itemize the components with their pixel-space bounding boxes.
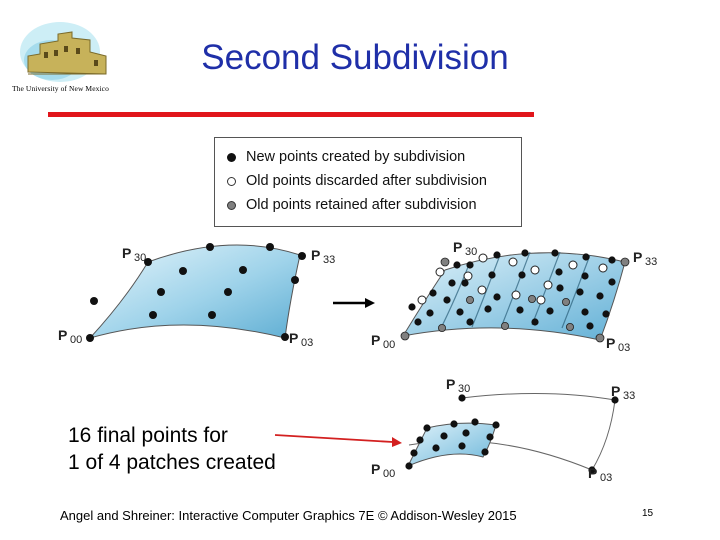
svg-text:P: P (311, 247, 320, 263)
svg-text:P: P (446, 376, 455, 392)
note-line-2: 1 of 4 patches created (68, 451, 276, 475)
svg-text:P: P (371, 461, 380, 477)
svg-text:33: 33 (645, 256, 657, 268)
hollow-dot-icon (227, 176, 236, 186)
svg-text:30: 30 (134, 252, 146, 264)
university-logo-icon (20, 22, 107, 82)
svg-text:03: 03 (618, 342, 630, 354)
svg-text:33: 33 (323, 254, 335, 266)
svg-text:P: P (122, 245, 131, 261)
svg-text:P: P (588, 465, 597, 481)
footer-citation: Angel and Shreiner: Interactive Computer… (60, 508, 517, 523)
legend-label: Old points retained after subdivision (246, 197, 477, 213)
left-patch-points (86, 243, 306, 342)
svg-text:00: 00 (70, 334, 82, 346)
legend: New points created by subdivision Old po… (214, 137, 522, 227)
red-pointer-arrow-icon (274, 434, 402, 447)
svg-text:03: 03 (600, 472, 612, 484)
note-line-1: 16 final points for (68, 424, 228, 447)
svg-text:P: P (606, 335, 615, 351)
right-patch-new-points (408, 249, 616, 330)
logo-caption: The University of New Mexico (12, 84, 109, 93)
gray-dot-icon (227, 200, 236, 210)
svg-text:30: 30 (458, 383, 470, 395)
note-text: 16 final points for 1 of 4 patches creat… (68, 422, 276, 477)
right-patch-discarded-points (417, 253, 608, 305)
svg-text:P: P (453, 239, 462, 255)
black-dot-icon (227, 152, 236, 162)
legend-label: New points created by subdivision (246, 149, 466, 165)
svg-text:P: P (633, 249, 642, 265)
legend-item-new: New points created by subdivision (227, 146, 465, 168)
svg-text:00: 00 (383, 339, 395, 351)
legend-label: Old points discarded after subdivision (246, 173, 487, 189)
legend-item-discarded: Old points discarded after subdivision (227, 170, 487, 192)
svg-text:P: P (289, 330, 298, 346)
right-patch-retained-points (400, 257, 630, 343)
svg-text:03: 03 (301, 337, 313, 349)
page-number: 15 (642, 508, 654, 519)
transition-arrow-icon (333, 298, 375, 308)
slide-title: Second Subdivision (201, 38, 509, 77)
svg-text:30: 30 (465, 246, 477, 258)
svg-text:00: 00 (383, 468, 395, 480)
svg-text:33: 33 (623, 390, 635, 402)
bottom-patch-points (405, 394, 619, 474)
svg-text:P: P (371, 332, 380, 348)
legend-item-retained: Old points retained after subdivision (227, 194, 477, 216)
svg-text:P: P (611, 383, 620, 399)
svg-text:P: P (58, 327, 67, 343)
bottom-subpatch-surface (406, 422, 497, 467)
title-underline (48, 112, 534, 117)
